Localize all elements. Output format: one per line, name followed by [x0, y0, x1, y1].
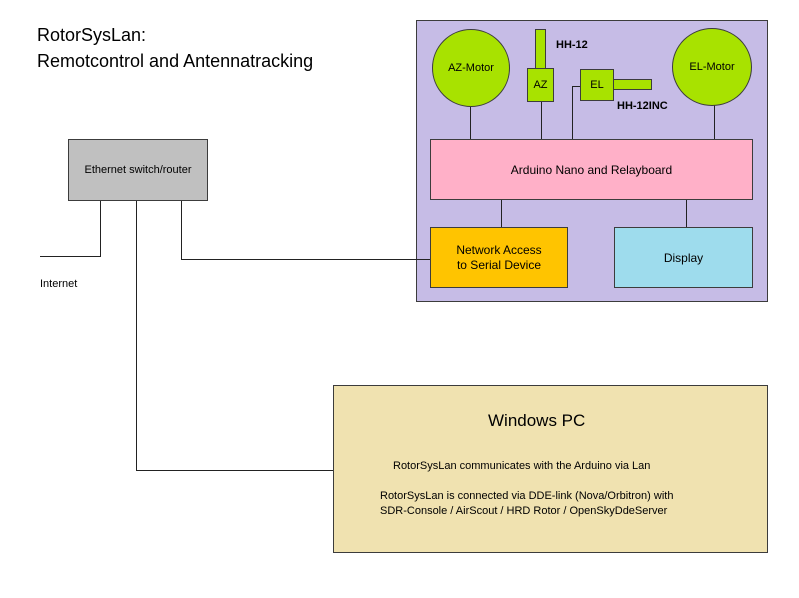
network-access-device: Network Access to Serial Device	[430, 227, 568, 288]
az-sensor-label: AZ	[533, 79, 548, 91]
hh12-label: HH-12	[556, 39, 588, 51]
wire-arduino-network	[501, 200, 502, 228]
windows-pc	[333, 385, 768, 553]
el-motor-label: EL-Motor	[689, 61, 735, 73]
diagram-title-line2: Remotcontrol and Antennatracking	[37, 51, 314, 71]
wire-switch-network-vertical	[181, 201, 182, 260]
wire-switch-internet-horizontal	[40, 256, 101, 257]
el-sensor-shaft	[612, 79, 652, 90]
network-access-label-line2: to Serial Device	[456, 257, 542, 272]
arduino-label: Arduino Nano and Relayboard	[510, 162, 673, 177]
ethernet-switch-label: Ethernet switch/router	[84, 164, 192, 176]
az-sensor: AZ	[527, 68, 554, 102]
display-label: Display	[663, 250, 704, 265]
wire-switch-internet-vertical	[100, 201, 101, 257]
el-motor: EL-Motor	[672, 28, 752, 106]
pc-description-lan: RotorSysLan communicates with the Arduin…	[393, 460, 651, 472]
wire-el-motor-arduino	[714, 104, 715, 140]
ethernet-switch: Ethernet switch/router	[68, 139, 208, 201]
wire-switch-network-horizontal	[181, 259, 430, 260]
diagram-title-line1: RotorSysLan:	[37, 25, 147, 45]
display-module: Display	[614, 227, 753, 288]
az-motor-label: AZ-Motor	[448, 62, 494, 74]
wire-switch-pc-vertical	[136, 201, 137, 471]
az-sensor-shaft	[535, 29, 546, 69]
hh12inc-label: HH-12INC	[617, 100, 668, 112]
pc-description-dde-line1: RotorSysLan is connected via DDE-link (N…	[380, 490, 674, 502]
pc-description-dde-line2: SDR-Console / AirScout / HRD Rotor / Ope…	[380, 505, 668, 517]
network-access-label-line1: Network Access	[456, 242, 542, 257]
wire-az-sensor-arduino	[541, 102, 542, 140]
el-sensor-label: EL	[590, 79, 604, 91]
wire-arduino-display	[686, 200, 687, 228]
el-sensor: EL	[580, 69, 614, 101]
az-motor: AZ-Motor	[432, 29, 510, 107]
arduino-board: Arduino Nano and Relayboard	[430, 139, 753, 200]
wire-switch-pc-horizontal	[136, 470, 334, 471]
wire-el-sensor-vertical	[572, 86, 573, 140]
wire-az-motor-arduino	[470, 104, 471, 140]
windows-pc-title: Windows PC	[488, 411, 586, 430]
wire-el-sensor-horizontal	[572, 86, 580, 87]
internet-label: Internet	[40, 278, 78, 290]
